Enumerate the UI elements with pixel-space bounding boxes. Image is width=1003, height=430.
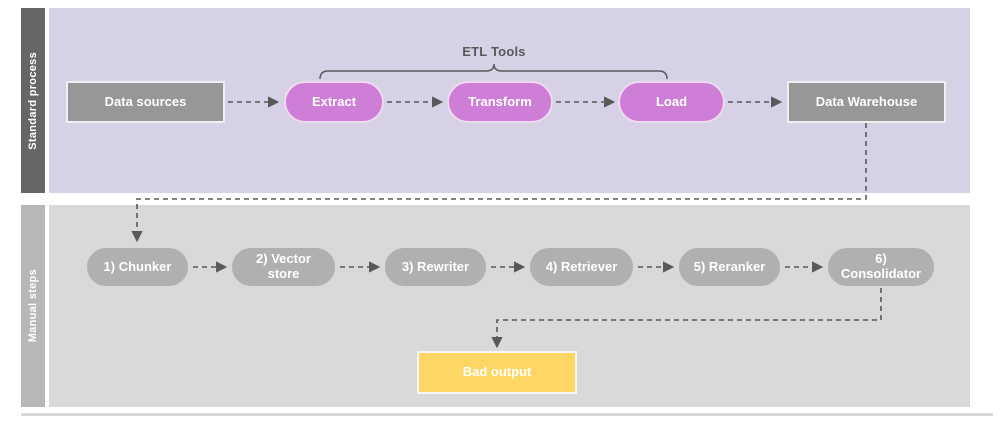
node-data-warehouse-label: Data Warehouse	[815, 93, 918, 109]
node-chunker: 1) Chunker	[85, 246, 190, 288]
node-load-label: Load	[655, 93, 688, 109]
node-reranker-label: 5) Reranker	[693, 258, 766, 274]
node-rewriter-label: 3) Rewriter	[401, 258, 470, 274]
lane-label-standard-process-text: Standard process	[27, 51, 39, 150]
node-consolidator-label: 6) Consolidator	[840, 251, 922, 281]
node-bad-output: Bad output	[417, 351, 577, 394]
node-extract: Extract	[284, 81, 384, 123]
node-data-sources-label: Data sources	[104, 93, 187, 109]
node-extract-label: Extract	[311, 93, 357, 109]
node-rewriter: 3) Rewriter	[383, 246, 488, 288]
node-consolidator: 6) Consolidator	[826, 246, 936, 288]
lane-label-standard-process: Standard process	[21, 8, 45, 193]
node-transform-label: Transform	[468, 93, 532, 109]
node-load: Load	[618, 81, 725, 123]
node-data-sources: Data sources	[66, 81, 225, 123]
node-vector-store: 2) Vector store	[230, 246, 337, 288]
lane-label-manual-steps-text: Manual steps	[27, 269, 39, 343]
node-data-warehouse: Data Warehouse	[787, 81, 946, 123]
node-chunker-label: 1) Chunker	[103, 258, 172, 274]
node-vector-store-label: 2) Vector store	[256, 251, 311, 281]
etl-tools-label: ETL Tools	[462, 44, 526, 59]
lane-label-manual-steps: Manual steps	[21, 205, 45, 407]
node-retriever-label: 4) Retriever	[545, 258, 618, 274]
node-reranker: 5) Reranker	[677, 246, 782, 288]
node-retriever: 4) Retriever	[528, 246, 635, 288]
bottom-divider-line	[21, 413, 993, 416]
node-transform: Transform	[447, 81, 553, 123]
node-bad-output-label: Bad output	[462, 364, 532, 380]
